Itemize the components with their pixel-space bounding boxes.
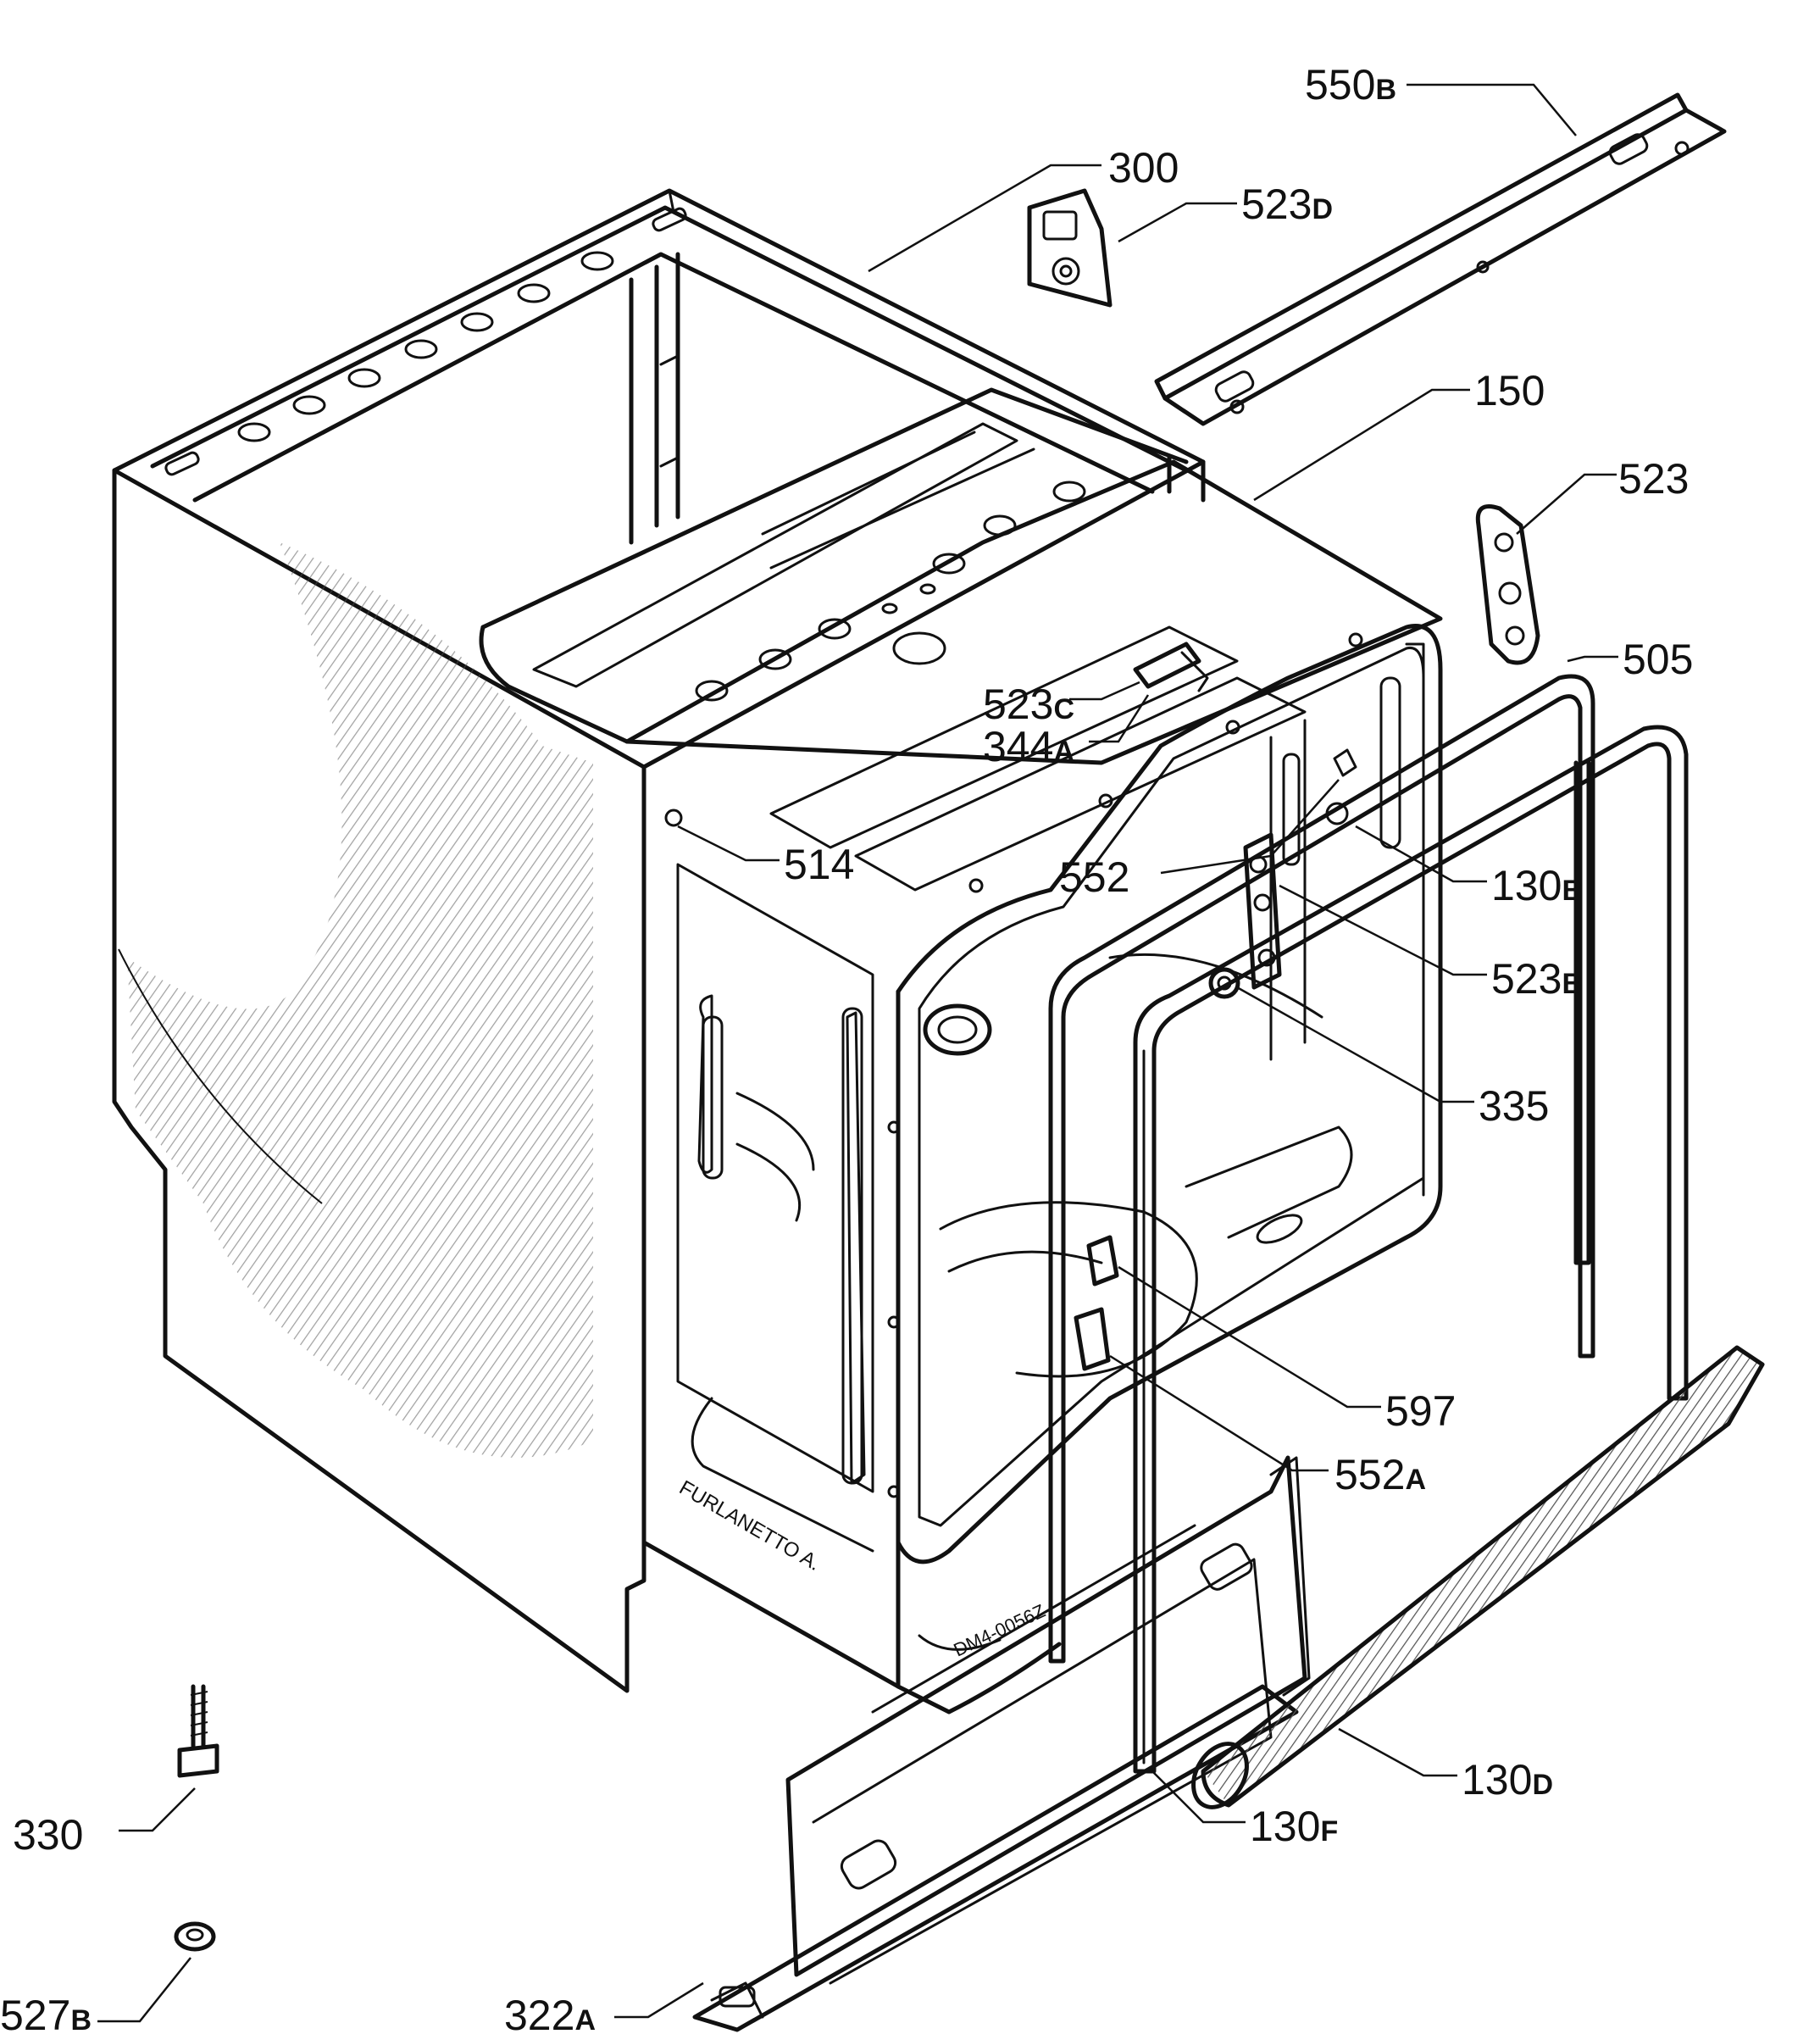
part-130D-lower-seal: [1191, 1345, 1765, 1809]
inner-tub: [479, 387, 1443, 1714]
label-550B: 550B: [1305, 61, 1396, 108]
part-523D-bracket: [1027, 188, 1113, 308]
label-523C: 523C: [983, 681, 1074, 728]
label-523B: 523B: [1491, 955, 1583, 1003]
label-523: 523: [1618, 455, 1689, 503]
tub-top-holes: [695, 481, 1086, 702]
part-335-roller: [1208, 967, 1240, 999]
label-552: 552: [1059, 853, 1129, 901]
door-seal-505: [1048, 674, 1595, 1664]
cabinet-top-frame: [112, 188, 1206, 770]
label-597: 597: [1385, 1387, 1456, 1435]
label-130D: 130D: [1462, 1756, 1553, 1803]
label-344A: 344A: [983, 723, 1074, 770]
part-330-screw: [177, 1684, 219, 1778]
part-552-pin: [1325, 748, 1357, 825]
label-130B: 130B: [1491, 862, 1583, 909]
label-130F: 130F: [1250, 1803, 1338, 1850]
label-527B: 527B: [0, 1992, 92, 2034]
part-523C: [1133, 642, 1209, 692]
inscription-maker-group: FURLANETTO A.: [675, 1476, 824, 1576]
label-552A: 552A: [1334, 1451, 1426, 1498]
leader-lines: [97, 83, 1618, 2023]
label-300: 300: [1108, 144, 1179, 192]
part-550B-rail: [1154, 92, 1727, 426]
label-514: 514: [784, 841, 854, 888]
inscription-maker: FURLANETTO A.: [675, 1476, 824, 1576]
part-597-latch: [1086, 1235, 1119, 1287]
top-rail-holes: [164, 207, 687, 476]
part-552A-latch: [1074, 1307, 1111, 1371]
part-527B-nut: [174, 1921, 216, 1952]
label-322A: 322A: [504, 1992, 596, 2034]
label-505: 505: [1623, 636, 1693, 683]
label-150: 150: [1474, 367, 1545, 414]
label-330: 330: [13, 1811, 83, 1859]
label-523D: 523D: [1241, 181, 1333, 228]
label-335: 335: [1479, 1082, 1549, 1130]
part-523-hinge-cover: [1475, 504, 1540, 665]
part-523B-hinge-plate: [1243, 832, 1282, 990]
